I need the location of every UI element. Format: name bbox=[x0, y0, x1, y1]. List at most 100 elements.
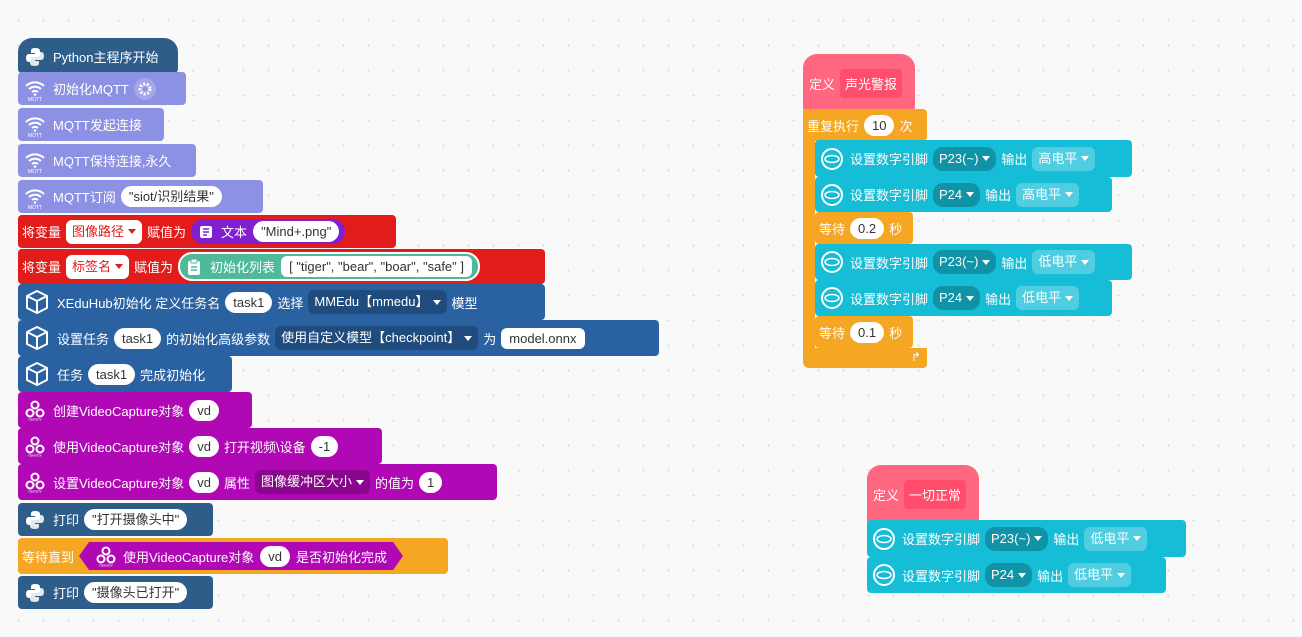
mqtt-keep-block[interactable]: MQTT MQTT保持连接,永久 bbox=[18, 144, 196, 177]
list-value-input[interactable]: [ "tiger", "bear", "boar", "safe" ] bbox=[281, 256, 472, 277]
pin-dropdown[interactable]: P24 bbox=[933, 182, 981, 207]
gear-icon[interactable] bbox=[133, 77, 156, 100]
chevron-down-icon bbox=[1081, 156, 1090, 161]
chevron-down-icon bbox=[464, 335, 473, 341]
wait-block[interactable]: 等待 0.1 秒 bbox=[815, 316, 913, 348]
repeat-block[interactable]: 重复执行 10 次 bbox=[803, 109, 927, 141]
pin-dropdown[interactable]: P23(~) bbox=[933, 250, 997, 274]
task-name-input[interactable]: task1 bbox=[114, 327, 162, 349]
text-reporter[interactable]: 文本 "Mind+.png" bbox=[191, 219, 346, 244]
task-name-input[interactable]: task1 bbox=[225, 291, 273, 313]
wifi-icon: MQTT bbox=[22, 76, 48, 102]
mqtt-connect-block[interactable]: MQTT MQTT发起连接 bbox=[18, 108, 164, 141]
pin-dropdown-label: P23(~) bbox=[991, 530, 1031, 546]
cv-var-input[interactable]: vd bbox=[189, 435, 219, 457]
output-label: 输出 bbox=[1001, 152, 1028, 167]
digital-write-block[interactable]: 设置数字引脚 P23(~) 输出 低电平 bbox=[867, 520, 1186, 557]
python-icon bbox=[22, 580, 48, 606]
property-dropdown-label: 图像缓冲区大小 bbox=[261, 474, 353, 489]
repeat-end: ↱ bbox=[803, 348, 927, 368]
repeat-count-input[interactable]: 10 bbox=[864, 114, 895, 136]
chevron-down-icon bbox=[1018, 572, 1027, 578]
set-variable-image-path-block[interactable]: 将变量 图像路径 赋值为 文本 "Mind+.png" bbox=[18, 215, 396, 248]
param-value-input[interactable]: model.onnx bbox=[501, 327, 585, 349]
mqtt-subscribe-block[interactable]: MQTT MQTT订阅 "siot/识别结果" bbox=[18, 180, 263, 213]
wait-seconds-input[interactable]: 0.1 bbox=[850, 321, 885, 343]
print-block[interactable]: 打印 "打开摄像头中" bbox=[18, 503, 213, 536]
svg-text:OpenCV: OpenCV bbox=[28, 418, 42, 422]
cv-open-block[interactable]: OpenCV 使用VideoCapture对象 vd 打开视频\设备 -1 bbox=[18, 428, 382, 464]
set-variable-label-name-block[interactable]: 将变量 标签名 赋值为 初始化列表 [ "tiger", "bear", "bo… bbox=[18, 249, 545, 284]
pin-dropdown-label: P23(~) bbox=[939, 150, 979, 166]
wifi-icon: MQTT bbox=[22, 184, 48, 210]
level-dropdown[interactable]: 低电平 bbox=[1068, 563, 1132, 587]
level-dropdown[interactable]: 高电平 bbox=[1016, 182, 1080, 207]
wifi-icon: MQTT bbox=[22, 148, 48, 174]
digital-write-label: 设置数字引脚 bbox=[902, 568, 981, 584]
param-dropdown[interactable]: 使用自定义模型【checkpoint】 bbox=[275, 326, 479, 350]
print-value-input[interactable]: "打开摄像头中" bbox=[84, 509, 188, 530]
digital-write-label: 设置数字引脚 bbox=[850, 255, 929, 271]
level-dropdown[interactable]: 低电平 bbox=[1084, 526, 1148, 551]
digital-write-block[interactable]: 设置数字引脚 P23(~) 输出 低电平 bbox=[815, 244, 1132, 280]
cv-set-prop-block[interactable]: OpenCV 设置VideoCapture对象 vd 属性 图像缓冲区大小 的值… bbox=[18, 464, 497, 500]
pin-dropdown[interactable]: P23(~) bbox=[933, 146, 997, 171]
level-dropdown[interactable]: 低电平 bbox=[1032, 250, 1096, 274]
python-icon bbox=[22, 44, 48, 70]
chevron-down-icon bbox=[966, 192, 975, 197]
param-dropdown-label: 使用自定义模型【checkpoint】 bbox=[281, 330, 461, 345]
property-value-input[interactable]: 1 bbox=[419, 471, 443, 493]
model-dropdown[interactable]: MMEdu【mmedu】 bbox=[308, 290, 447, 314]
function-name[interactable]: 一切正常 bbox=[904, 479, 967, 509]
cv-var-input[interactable]: vd bbox=[260, 546, 290, 567]
wait-until-block[interactable]: 等待直到 OpenCV 使用VideoCapture对象 vd 是否初始化完成 bbox=[18, 538, 448, 574]
xeduhub-done-block[interactable]: 任务 task1 完成初始化 bbox=[18, 356, 232, 392]
wait-block[interactable]: 等待 0.2 秒 bbox=[815, 212, 913, 244]
chevron-down-icon bbox=[966, 295, 975, 301]
opencv-icon: OpenCV bbox=[22, 433, 48, 459]
digital-write-block[interactable]: 设置数字引脚 P24 输出 低电平 bbox=[867, 557, 1166, 593]
wait-seconds-input[interactable]: 0.2 bbox=[850, 217, 885, 239]
task-name-input[interactable]: task1 bbox=[88, 363, 136, 385]
cv-var-input[interactable]: vd bbox=[189, 471, 219, 493]
digital-write-block[interactable]: 设置数字引脚 P24 输出 高电平 bbox=[815, 177, 1112, 212]
seconds-label: 秒 bbox=[889, 221, 903, 237]
xeduhub-init-block[interactable]: XEduHub初始化 定义任务名 task1 选择 MMEdu【mmedu】 模… bbox=[18, 284, 545, 320]
print-value-input[interactable]: "摄像头已打开" bbox=[84, 582, 188, 603]
mqtt-keep-label: MQTT保持连接,永久 bbox=[53, 154, 172, 169]
digital-write-label: 设置数字引脚 bbox=[902, 532, 981, 547]
mqtt-init-block[interactable]: MQTT 初始化MQTT bbox=[18, 72, 186, 105]
clipboard-list-icon bbox=[184, 257, 204, 277]
level-dropdown[interactable]: 高电平 bbox=[1032, 146, 1096, 171]
digital-pin-icon bbox=[819, 249, 845, 275]
cv-create-block[interactable]: OpenCV 创建VideoCapture对象 vd bbox=[18, 392, 252, 428]
function-name[interactable]: 声光警报 bbox=[840, 68, 903, 98]
text-value-input[interactable]: "Mind+.png" bbox=[253, 221, 340, 242]
mqtt-topic-input[interactable]: "siot/识别结果" bbox=[120, 186, 222, 207]
repeat-c-bar bbox=[803, 139, 815, 351]
python-main-hat[interactable] bbox=[18, 38, 178, 73]
variable-dropdown[interactable]: 标签名 bbox=[66, 254, 130, 279]
define-normal-header: 定义 一切正常 bbox=[867, 477, 979, 511]
cube-icon bbox=[22, 325, 52, 351]
pin-dropdown[interactable]: P23(~) bbox=[985, 526, 1049, 551]
xeduhub-param-block[interactable]: 设置任务 task1 的初始化高级参数 使用自定义模型【checkpoint】 … bbox=[18, 320, 659, 356]
print-block[interactable]: 打印 "摄像头已打开" bbox=[18, 576, 213, 609]
loop-arrow-icon: ↱ bbox=[910, 350, 921, 364]
digital-write-block[interactable]: 设置数字引脚 P23(~) 输出 高电平 bbox=[815, 140, 1132, 177]
variable-dropdown[interactable]: 图像路径 bbox=[66, 219, 143, 244]
cv-var-input[interactable]: vd bbox=[189, 399, 219, 421]
digital-write-label: 设置数字引脚 bbox=[850, 152, 929, 167]
level-dropdown[interactable]: 低电平 bbox=[1016, 286, 1080, 310]
digital-write-block[interactable]: 设置数字引脚 P24 输出 低电平 bbox=[815, 280, 1112, 316]
cube-icon bbox=[22, 289, 52, 315]
python-main-block[interactable]: Python主程序开始 bbox=[18, 40, 178, 73]
pin-dropdown[interactable]: P24 bbox=[933, 286, 981, 310]
device-index-input[interactable]: -1 bbox=[310, 435, 339, 457]
property-dropdown[interactable]: 图像缓冲区大小 bbox=[255, 470, 371, 494]
pin-dropdown[interactable]: P24 bbox=[985, 563, 1033, 587]
cv-is-opened-reporter[interactable]: OpenCV 使用VideoCapture对象 vd 是否初始化完成 bbox=[79, 542, 403, 570]
list-init-reporter[interactable]: 初始化列表 [ "tiger", "bear", "boar", "safe" … bbox=[178, 252, 480, 281]
digital-pin-icon bbox=[819, 285, 845, 311]
define-label: 定义 bbox=[809, 76, 836, 92]
